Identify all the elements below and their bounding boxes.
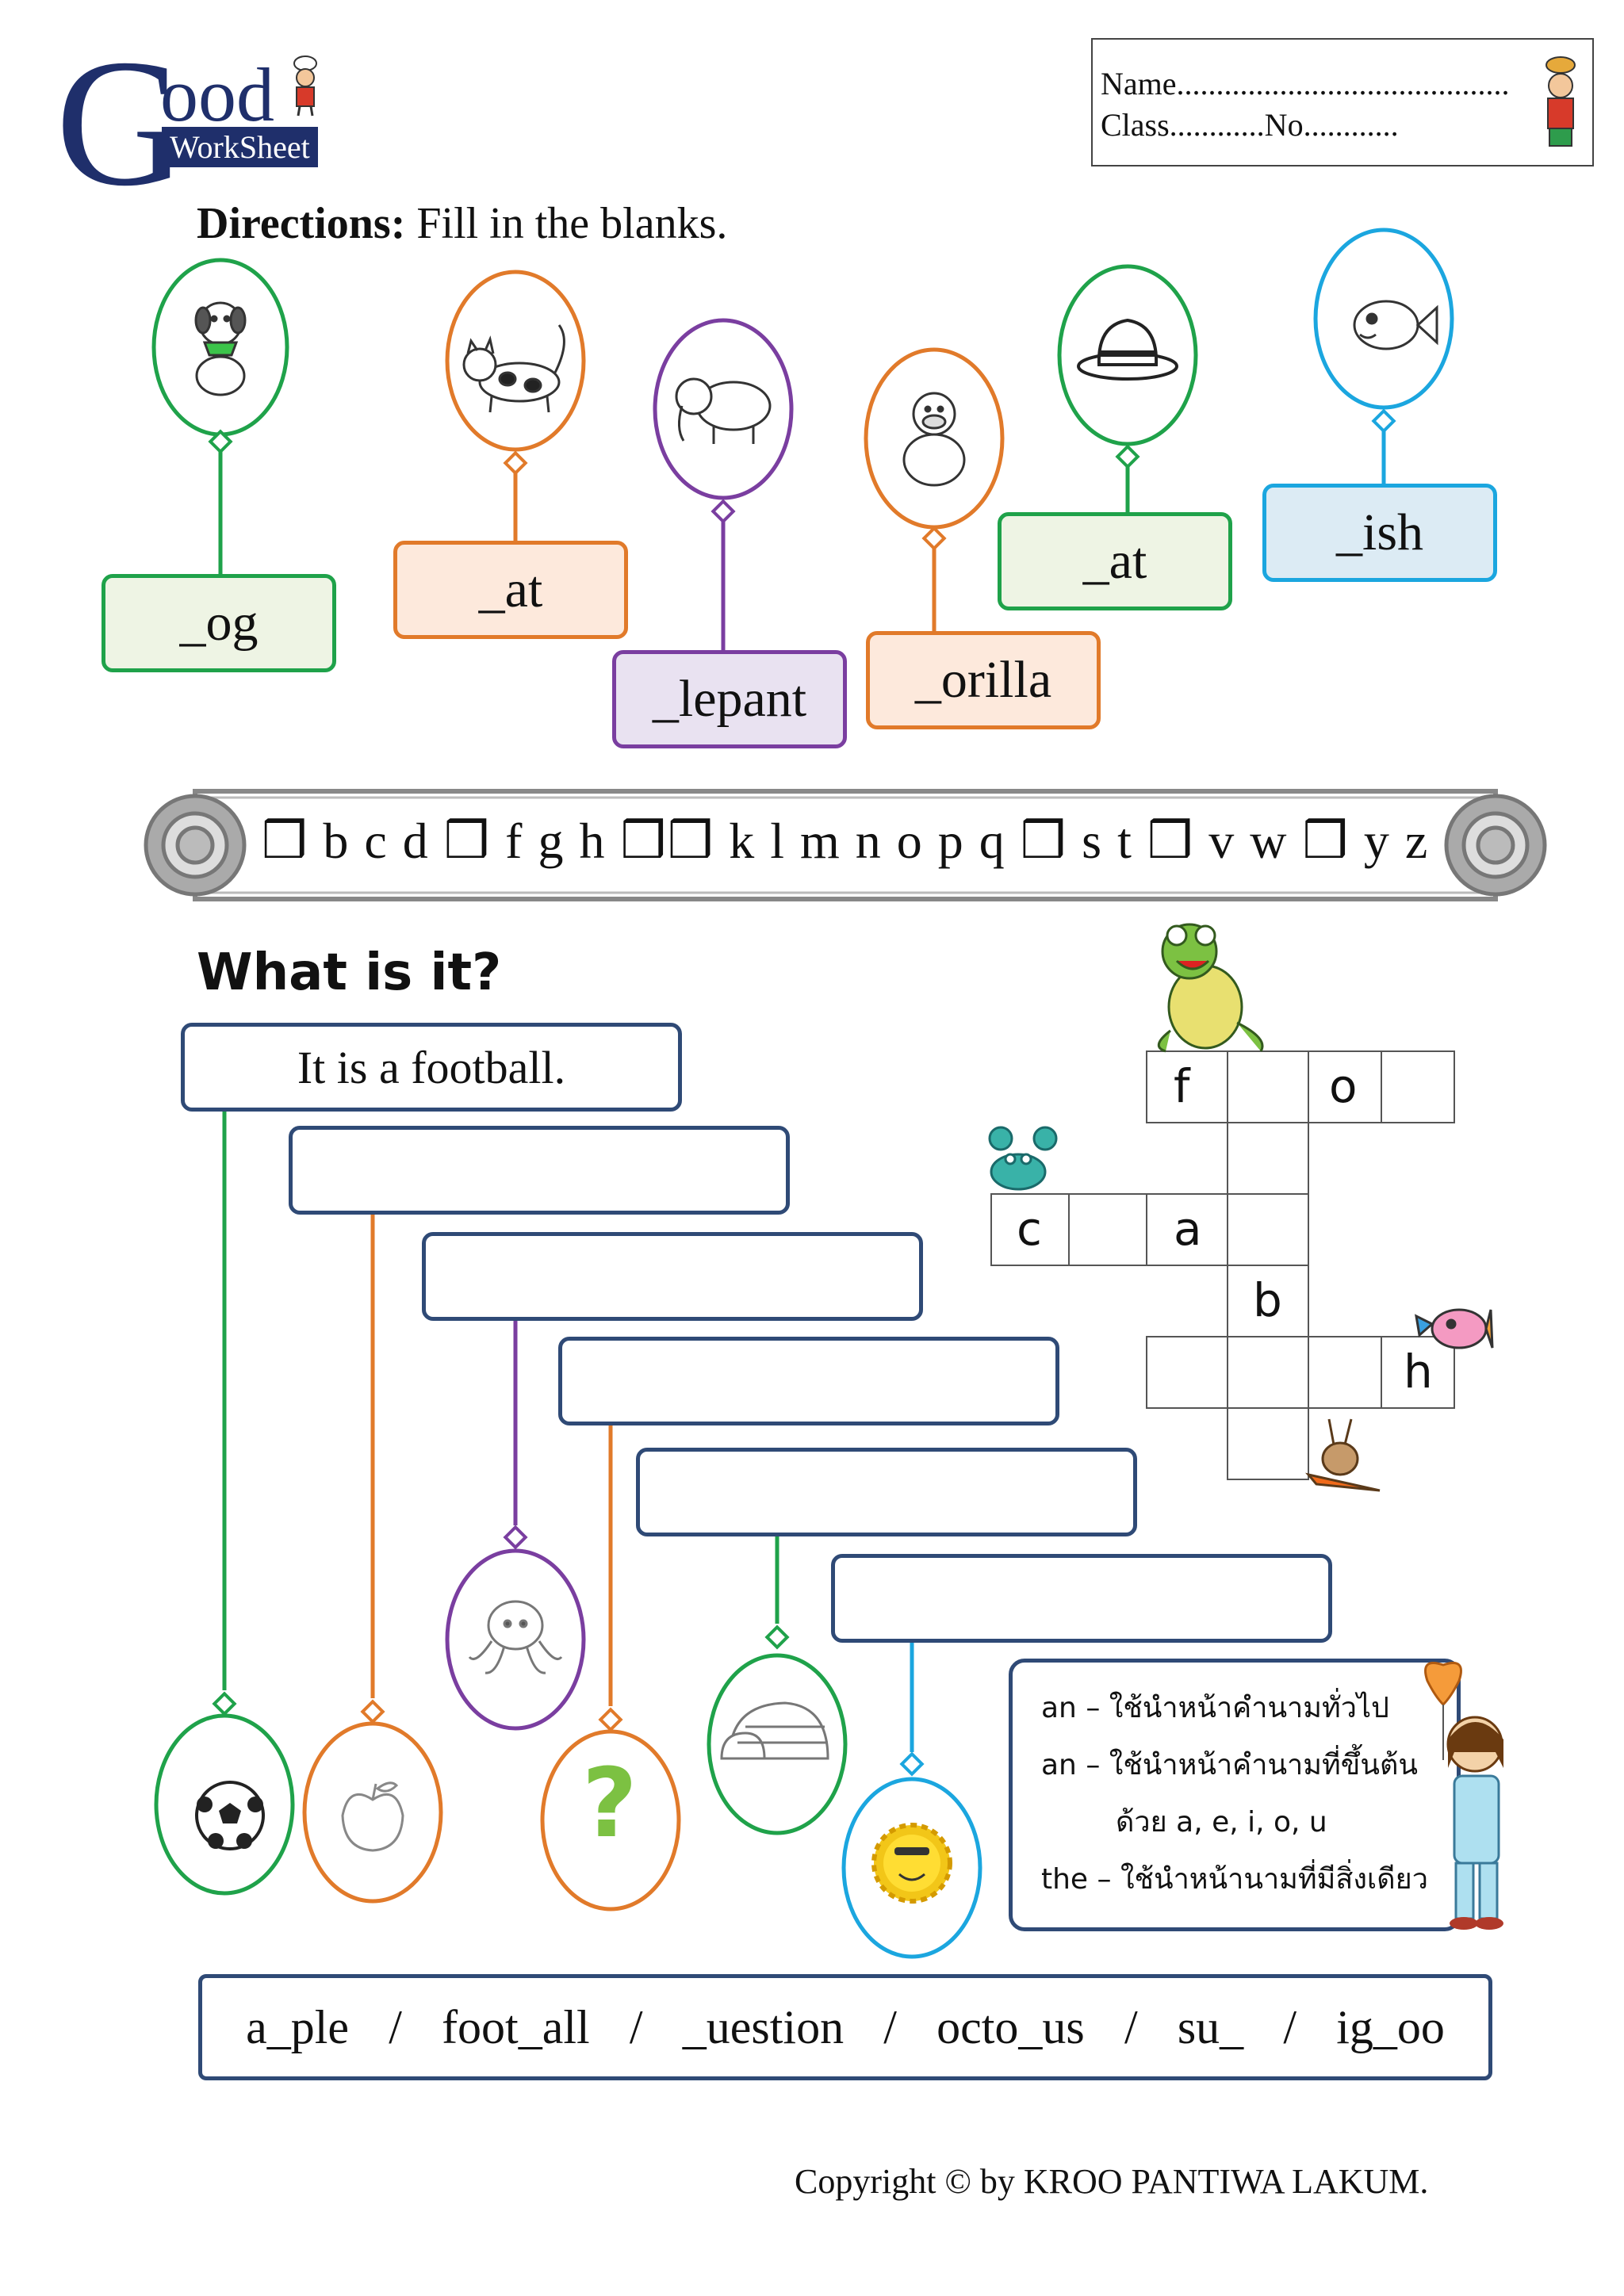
- crossword-letter-f: f: [1174, 1059, 1190, 1113]
- word-box-gorilla[interactable]: _orilla: [866, 631, 1101, 729]
- girl-balloon-icon: [1424, 1662, 1503, 1930]
- crossword-letter-a: a: [1174, 1202, 1202, 1256]
- chef-icon: [293, 55, 317, 117]
- sun-icon: [871, 1823, 952, 1904]
- name-box: Name....................................…: [1091, 38, 1594, 166]
- word-box-fish[interactable]: _ish: [1262, 484, 1497, 582]
- word-box-elephant[interactable]: _lepant: [612, 650, 847, 748]
- crossword-letter-b: b: [1253, 1273, 1282, 1327]
- logo: G ood WorkSheet: [56, 32, 325, 214]
- word-bank-separator: /: [1124, 2000, 1138, 2053]
- alphabet-sequence: ❒ b c d ❒ f g h ❒❒ k l m n o p q ❒ s t ❒…: [262, 813, 1430, 869]
- crab-icon: [988, 1126, 1058, 1191]
- crossword-letter-o: o: [1329, 1059, 1358, 1113]
- fish-icon: [1353, 300, 1438, 350]
- answer-box-5[interactable]: [636, 1448, 1137, 1536]
- word-bank-item: octo_us: [936, 2000, 1085, 2053]
- dog-icon: [194, 301, 247, 396]
- hat-icon: [1077, 318, 1178, 381]
- word-box-dog[interactable]: _og: [102, 574, 336, 672]
- word-bank-separator: /: [629, 2000, 643, 2053]
- word-bank: a_ple / foot_all / _uestion / octo_us / …: [198, 1974, 1492, 2080]
- cat-icon: [462, 324, 565, 413]
- answer-box-1[interactable]: It is a football.: [181, 1023, 682, 1112]
- section-title: What is it?: [197, 943, 502, 1002]
- balloon-cat: [445, 270, 586, 452]
- alphabet-banner: [144, 789, 1547, 901]
- logo-subtitle: WorkSheet: [162, 127, 318, 167]
- scroll-right-icon: [1444, 794, 1547, 897]
- crossword-letter-h: h: [1404, 1345, 1433, 1399]
- kid-icon: [1545, 56, 1576, 147]
- octopus-icon: [468, 1600, 563, 1674]
- apple-icon: [341, 1781, 404, 1852]
- football-icon: [195, 1781, 265, 1850]
- elephant-icon: [675, 377, 772, 444]
- answer-box-2[interactable]: [289, 1126, 790, 1215]
- word-bank-separator: /: [883, 2000, 897, 2053]
- gorilla-icon: [902, 392, 966, 487]
- crossword-letter-c: c: [1017, 1202, 1042, 1256]
- fish-small-icon: [1415, 1308, 1494, 1349]
- word-bank-item: a_ple: [246, 2000, 350, 2053]
- picture-balloons: [154, 1112, 982, 1959]
- note-line-2: an – ใช้นำหน้าคำนามที่ขึ้นต้น: [1041, 1749, 1418, 1781]
- answer-box-3[interactable]: [422, 1232, 923, 1321]
- balloon-question: [540, 1729, 681, 1911]
- name-field[interactable]: Name....................................…: [1101, 66, 1510, 101]
- word-bank-item: _uestion: [682, 2000, 845, 2053]
- word-bank-separator: /: [1283, 2000, 1297, 2053]
- class-field[interactable]: Class............No............: [1101, 107, 1399, 143]
- word-bank-item: su_: [1177, 2000, 1244, 2053]
- note-line-3: ด้วย a, e, i, o, u: [1116, 1806, 1327, 1839]
- directions-text: Fill in the blanks.: [416, 199, 728, 248]
- grammar-note: an – ใช้นำหน้าคำนามทั่วไป an – ใช้นำหน้า…: [1009, 1659, 1461, 1931]
- igloo-icon: [720, 1701, 829, 1760]
- crossword-grid: [988, 923, 1494, 1492]
- copyright: Copyright © by KROO PANTIWA LAKUM.: [795, 2162, 1429, 2201]
- note-line-4: the – ใช้นำหน้านามที่มีสิ่งเดียว: [1041, 1863, 1428, 1896]
- answer-box-4[interactable]: [558, 1337, 1059, 1425]
- question-icon: ?: [582, 1749, 638, 1859]
- word-bank-item: ig_oo: [1336, 2000, 1445, 2053]
- directions-label: Directions:: [197, 199, 406, 248]
- directions: Directions: Fill in the blanks.: [197, 198, 727, 249]
- rabbit-icon: [1305, 1418, 1381, 1492]
- logo-text: ood: [160, 52, 274, 137]
- note-line-1: an – ใช้นำหน้าคำนามทั่วไป: [1041, 1692, 1389, 1724]
- answer-box-6[interactable]: [831, 1554, 1332, 1643]
- word-box-cat[interactable]: _at: [393, 541, 628, 639]
- word-bank-separator: /: [389, 2000, 402, 2053]
- scroll-left-icon: [144, 794, 247, 897]
- balloon-strings: [151, 228, 1454, 650]
- frog-icon: [1157, 923, 1264, 1053]
- word-bank-item: foot_all: [442, 2000, 590, 2053]
- logo-letter: G: [56, 21, 188, 224]
- word-box-hat[interactable]: _at: [998, 512, 1232, 610]
